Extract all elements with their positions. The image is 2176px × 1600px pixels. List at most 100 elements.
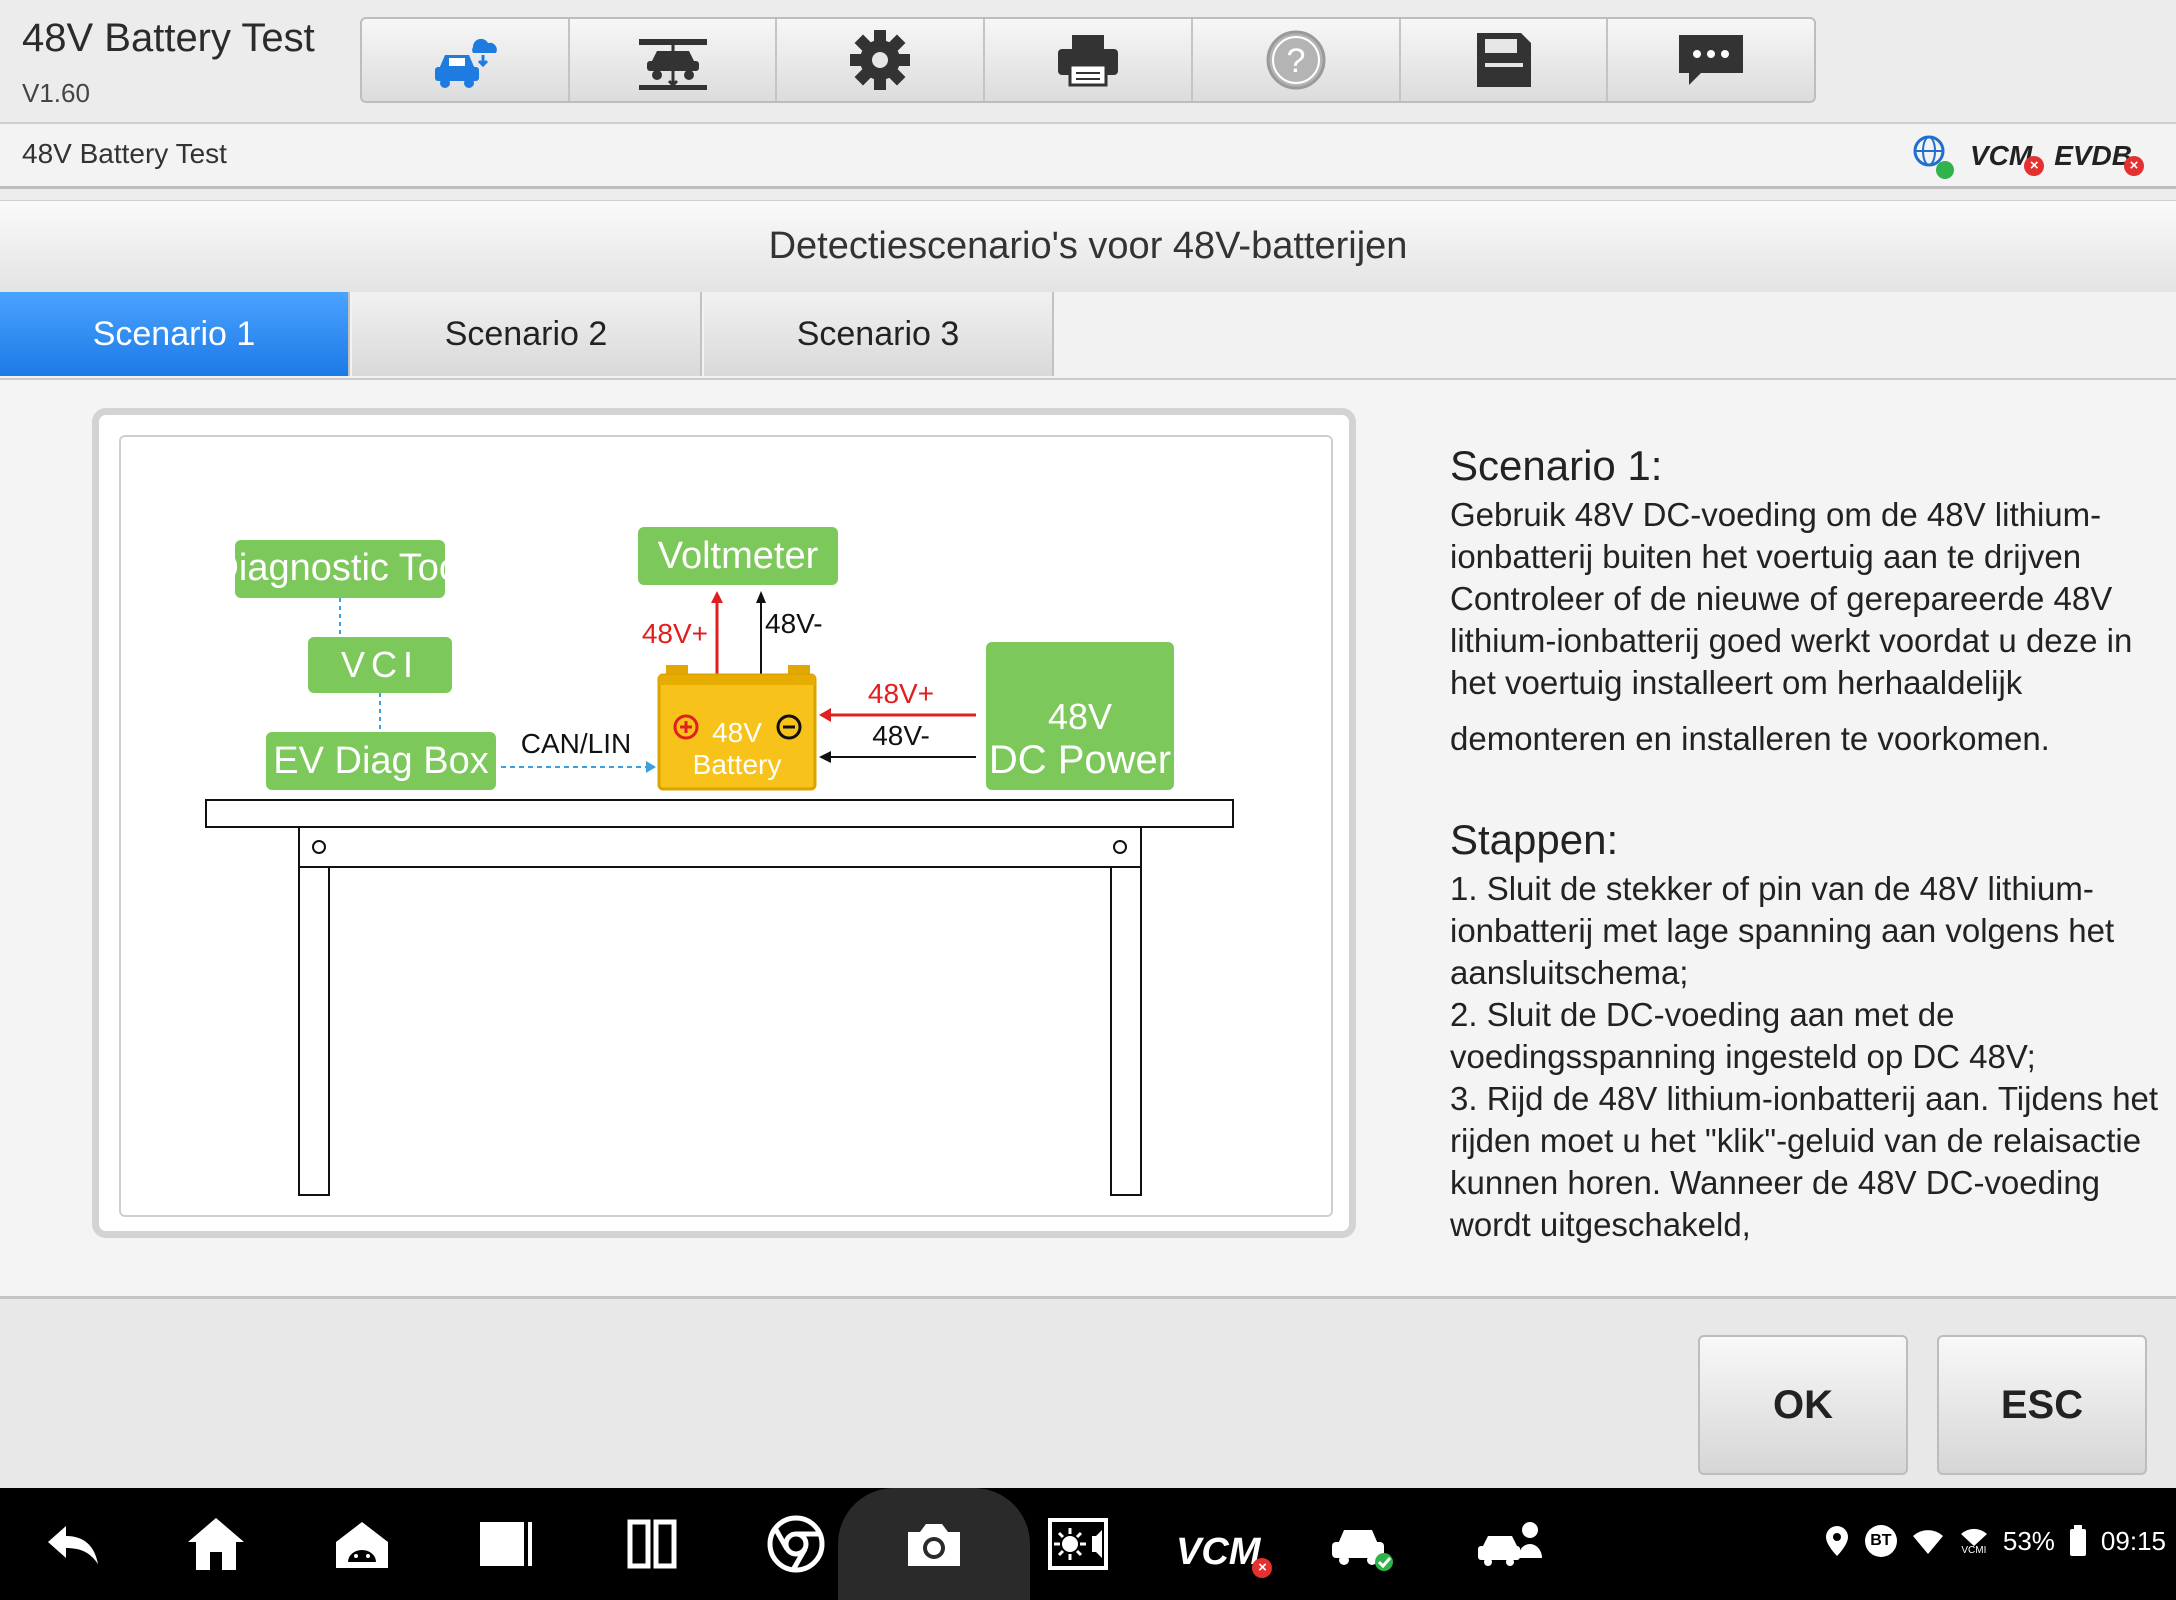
remote-support-icon	[1478, 1522, 1542, 1566]
vehicle-lift-icon	[638, 39, 707, 90]
ok-button[interactable]: OK	[1698, 1335, 1908, 1475]
battery-label-line1: 48V	[712, 717, 762, 748]
wifi-icon	[1912, 1530, 1943, 1554]
app-version: V1.60	[22, 78, 90, 108]
ev-diag-box-label: EV Diag Box	[273, 740, 488, 782]
brightness-volume-icon	[1048, 1518, 1108, 1570]
scenario-content: Diagnostic Tool VCI EV Diag Box CAN/LIN …	[0, 380, 2176, 1296]
voltmeter-box	[638, 527, 838, 585]
page-header: Detectiescenario's voor 48V-batterijen	[0, 200, 2176, 293]
diagnostic-tool-box	[235, 540, 445, 598]
printer-icon	[1058, 35, 1119, 87]
settings-button[interactable]	[777, 19, 986, 101]
voltmeter-label: Voltmeter	[658, 535, 819, 577]
browser-icon	[767, 1515, 825, 1573]
plus-terminal-icon	[673, 714, 699, 740]
evdb-label: EVDB	[2054, 139, 2132, 171]
breadcrumb-text: 48V Battery Test	[22, 138, 227, 169]
scenario-heading: Scenario 1:	[1450, 442, 1663, 489]
dc-power-label-line1: 48V	[1048, 696, 1112, 737]
step-1: 1. Sluit de stekker of pin van de 48V li…	[1450, 870, 2115, 991]
svg-text:?: ?	[1286, 42, 1305, 80]
workbench-leg-left	[298, 866, 330, 1196]
message-icon	[1679, 35, 1744, 85]
disconnected-badge: ×	[2124, 155, 2144, 176]
help-button[interactable]: ?	[1193, 19, 1401, 101]
screenshot-button[interactable]	[838, 1488, 1030, 1600]
vci-box	[308, 637, 452, 693]
split-screen-icon	[627, 1519, 677, 1569]
disconnected-badge: ×	[1252, 1557, 1273, 1578]
workbench-top	[205, 799, 1234, 828]
vci-label: VCI	[341, 644, 419, 685]
bluetooth-icon: BT	[1864, 1525, 1897, 1557]
dc-power-box	[986, 642, 1174, 790]
diagnostic-tool-label: Diagnostic Tool	[211, 547, 468, 589]
step-2: 2. Sluit de DC-voeding aan met de voedin…	[1450, 996, 2036, 1075]
tab-scenario-3[interactable]: Scenario 3	[704, 292, 1054, 376]
vehicle-status-button[interactable]	[1326, 1510, 1396, 1578]
battery-icon	[2069, 1525, 2086, 1556]
recent-apps-icon	[480, 1522, 532, 1566]
vcm-status: VCM×	[1969, 139, 2045, 176]
vehicle-cloud-button[interactable]	[362, 19, 570, 101]
can-lin-label: CAN/LIN	[521, 728, 631, 759]
brightness-button[interactable]	[1046, 1510, 1110, 1578]
back-icon	[48, 1526, 98, 1564]
disconnected-badge: ×	[2024, 155, 2045, 176]
scenario-text-3: demonteren en installeren te voorkomen.	[1450, 720, 2050, 757]
vcmi-wifi-icon: VCMI	[1959, 1526, 1989, 1556]
power-minus-label: 48V-	[872, 720, 930, 751]
vehicle-lift-button[interactable]	[570, 19, 778, 101]
settings-gear-icon	[850, 30, 911, 90]
vcm-nav-label: VCM	[1176, 1530, 1261, 1573]
connection-status: VCM× EVDB×	[1912, 134, 2144, 179]
vcm-label: VCM	[1969, 139, 2033, 171]
print-button[interactable]	[985, 19, 1193, 101]
vcmi-wifi-label: VCMI	[1961, 1545, 1987, 1556]
page-title: Detectiescenario's voor 48V-batterijen	[768, 225, 1408, 267]
ev-diag-box	[266, 732, 496, 790]
voltmeter-plus-label: 48V+	[642, 618, 708, 649]
home-icon	[188, 1518, 244, 1570]
power-plus-label: 48V+	[868, 678, 934, 709]
system-status: BT VCMI 53% 09:15	[1823, 1524, 2166, 1558]
message-button[interactable]	[1608, 19, 1814, 101]
workbench-leg-right	[1110, 866, 1142, 1196]
action-bar: OK ESC	[0, 1296, 2176, 1491]
android-button[interactable]	[330, 1510, 394, 1578]
globe-icon	[1912, 134, 1954, 179]
battery-label-line2: Battery	[693, 749, 782, 780]
steps-heading: Stappen:	[1450, 816, 1619, 863]
scenario-tabs: Scenario 1 Scenario 2 Scenario 3	[0, 292, 2176, 380]
android-home-icon	[336, 1522, 388, 1568]
help-icon: ?	[1266, 30, 1326, 90]
scenario-text-1: Gebruik 48V DC-voeding om de 48V lithium…	[1450, 496, 2102, 575]
home-button[interactable]	[184, 1510, 248, 1578]
chrome-button[interactable]	[764, 1510, 828, 1578]
minus-terminal-icon	[776, 714, 802, 740]
app-title: 48V Battery Test	[22, 16, 315, 60]
esc-button[interactable]: ESC	[1937, 1335, 2147, 1475]
vcmi-button[interactable]: VCM×	[1176, 1518, 1273, 1586]
remote-expert-button[interactable]	[1476, 1510, 1546, 1578]
vcm-icon: VCM×	[1176, 1530, 1273, 1578]
connection-diagram: Diagnostic Tool VCI EV Diag Box CAN/LIN …	[119, 435, 1333, 1217]
tab-scenario-2[interactable]: Scenario 2	[352, 292, 702, 376]
evdb-status: EVDB×	[2054, 139, 2144, 176]
breadcrumb: 48V Battery Test VCM× EVDB×	[0, 124, 2176, 189]
back-button[interactable]	[40, 1510, 104, 1578]
vehicle-connected-icon	[1332, 1530, 1393, 1571]
voltmeter-minus-label: 48V-	[765, 608, 823, 639]
clock: 09:15	[2100, 1525, 2166, 1556]
workbench-apron	[298, 826, 1142, 868]
save-button[interactable]	[1401, 19, 1609, 101]
save-icon	[1477, 33, 1532, 87]
step-3: 3. Rijd de 48V lithium-ionbatterij aan. …	[1450, 1080, 2159, 1243]
scenario-text-2: Controleer of de nieuwe of gerepareerde …	[1450, 580, 2133, 701]
split-screen-button[interactable]	[620, 1510, 684, 1578]
recent-apps-button[interactable]	[474, 1510, 538, 1578]
system-navigation-bar: VCM× BT VCMI 53% 09:15	[0, 1488, 2176, 1600]
dc-power-label-line2: DC Power	[989, 738, 1171, 782]
tab-scenario-1[interactable]: Scenario 1	[0, 292, 350, 376]
